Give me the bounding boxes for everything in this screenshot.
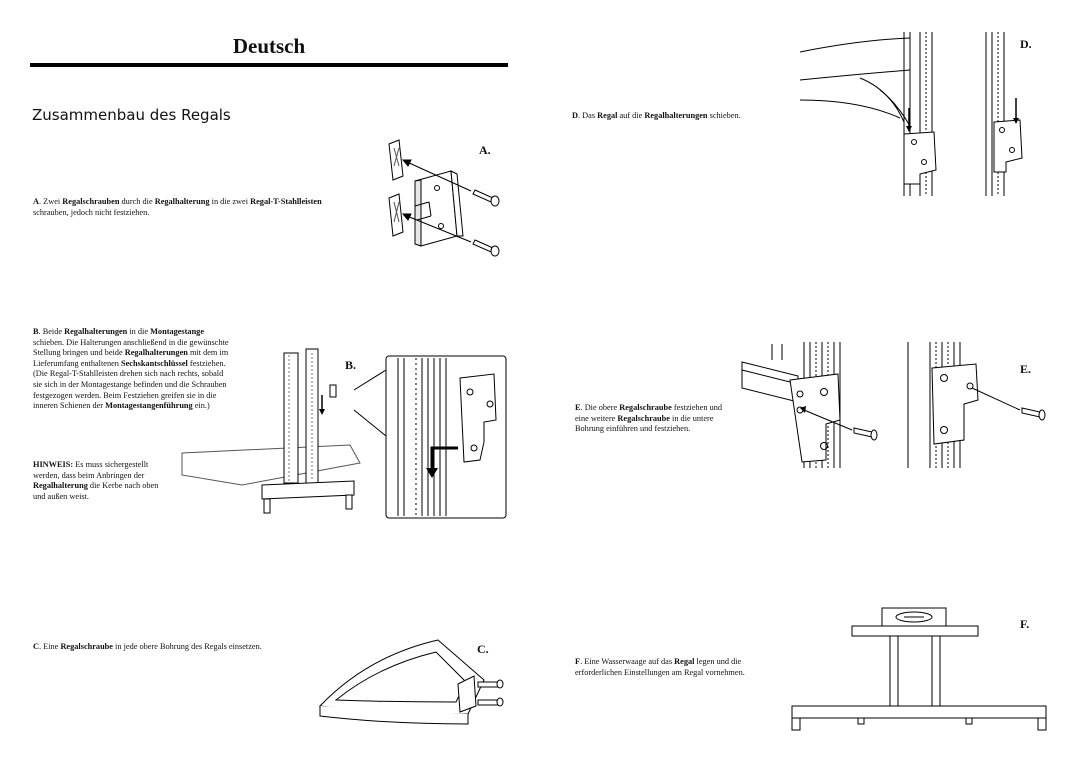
step-d-letter: D. [1020,37,1032,51]
step-d-illustration [800,30,1030,200]
step-b-note: HINWEIS: Es muss sichergestellt werden, … [33,460,159,501]
heading-rule [30,63,508,67]
step-f-illustration [786,604,1056,734]
step-a-illustration [385,136,505,266]
step-b-letter: B. [345,358,357,372]
step-e-illustration-right [900,340,1055,470]
step-c-illustration [318,636,508,736]
step-e-text: E. Die obere Regalschraube festziehen un… [575,403,723,434]
page-heading: Deutsch [232,34,306,58]
step-a-letter: A. [479,143,491,157]
step-c-text: C. Eine Regalschraube in jede obere Bohr… [33,642,262,651]
step-b-text: B. Beide Regalhalterungen in die Montage… [33,327,229,411]
step-b-stand-illustration [182,345,362,520]
step-e-letter: E. [1020,362,1032,376]
step-f-letter: F. [1020,617,1030,631]
step-b-detail-illustration [330,352,510,522]
section-title: Zusammenbau des Regals [32,106,231,124]
step-a-text: A. Zwei Regalschrauben durch die Regalha… [33,197,322,217]
step-e-illustration-left [742,340,882,470]
step-d-text: D. Das Regal auf die Regalhalterungen sc… [572,111,741,120]
step-c-letter: C. [477,642,489,656]
step-f-text: F. Eine Wasserwaage auf das Regal legen … [575,657,745,677]
